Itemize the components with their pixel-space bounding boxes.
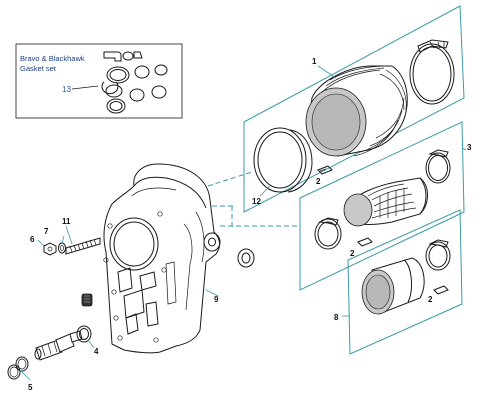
u-joint-bellows-panel — [299, 121, 465, 291]
medium-hose-clamp-right — [425, 149, 451, 184]
alignment-line-upper — [207, 171, 253, 187]
grease-fitting — [81, 293, 93, 307]
bellows-kit-panel — [243, 5, 465, 213]
callout-1: 1 — [312, 57, 317, 66]
u-joint-bellows — [343, 177, 428, 227]
o-ring-4 — [76, 325, 92, 343]
callout-3: 3 — [467, 143, 472, 152]
small-clamp-screw-panel3 — [433, 285, 449, 295]
exhaust-tube — [361, 257, 425, 315]
callout-12: 12 — [252, 197, 261, 206]
shift-shaft — [34, 330, 83, 361]
callout-11: 11 — [62, 217, 71, 226]
exhaust-tube-ring — [253, 127, 313, 193]
callout-2-panel2: 2 — [350, 249, 355, 258]
side-gasket-ring — [237, 248, 255, 268]
inset-title-line2: Gasket set — [20, 64, 57, 73]
leader-lines — [19, 65, 467, 381]
large-bellows — [305, 65, 408, 157]
small-clamp-screw-panel2 — [357, 237, 373, 247]
callout-13: 13 — [62, 85, 71, 94]
large-hose-clamp — [409, 39, 455, 105]
callout-2-panel3: 2 — [428, 295, 433, 304]
callout-9: 9 — [214, 295, 219, 304]
callout-2-panel1: 2 — [316, 177, 321, 186]
callout-8: 8 — [334, 313, 339, 322]
medium-hose-clamp-left — [314, 217, 342, 250]
o-rings-5 — [7, 356, 29, 380]
callout-7: 7 — [44, 227, 49, 236]
leader-13 — [71, 85, 99, 90]
stud-11 — [65, 237, 101, 255]
gasket-set-inset: Bravo & Blackhawk Gasket set 13 — [15, 43, 183, 119]
inset-title-line1: Bravo & Blackhawk — [20, 54, 85, 63]
exhaust-tube-panel — [347, 209, 463, 355]
callout-4: 4 — [94, 347, 99, 356]
small-clamp-screw-panel1 — [317, 165, 333, 175]
gasket-set-parts — [101, 51, 168, 114]
callout-6: 6 — [30, 235, 35, 244]
callout-5: 5 — [28, 383, 33, 392]
gimbal-housing — [103, 163, 221, 354]
washer-7 — [58, 242, 66, 254]
nut-6 — [43, 242, 57, 256]
exhaust-clamp — [425, 239, 451, 271]
